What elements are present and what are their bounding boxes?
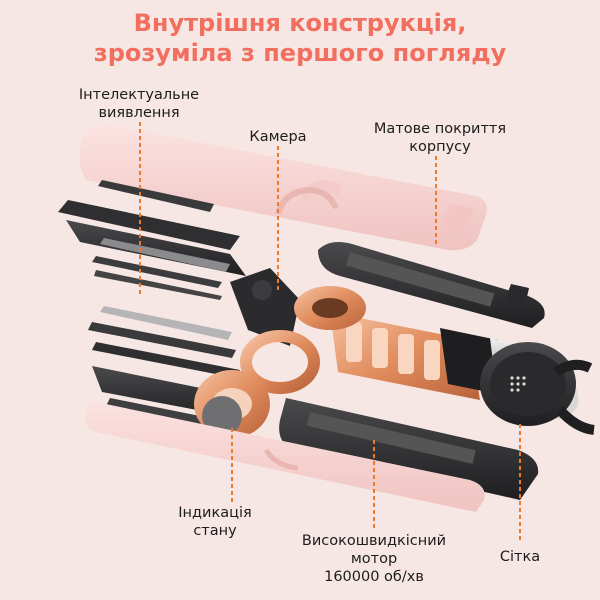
label-intelligent-detection: Інтелектуальне виявлення xyxy=(64,86,214,122)
label-camera: Камера xyxy=(249,129,307,145)
motor-assembly xyxy=(294,286,526,400)
label-motor-line1: Високошвидкісний xyxy=(301,533,447,549)
page-title-line1: Внутрішня конструкція, xyxy=(133,9,467,37)
label-intelligent-line2: виявлення xyxy=(98,105,180,121)
top-shell xyxy=(79,125,487,251)
lower-housing xyxy=(279,398,539,500)
label-status-line2: стану xyxy=(193,523,237,539)
label-coating-line2: корпусу xyxy=(409,139,471,155)
leader-lines xyxy=(139,122,521,542)
bottom-shell xyxy=(85,402,485,512)
label-matte-coating: Матове покриття корпусу xyxy=(360,120,520,156)
label-mesh: Сітка xyxy=(499,549,541,565)
camera-bracket xyxy=(230,268,300,346)
label-intelligent-line1: Інтелектуальне xyxy=(78,87,200,103)
label-motor-line3: 160000 об/хв xyxy=(324,569,424,585)
label-status-indicator: Індикація стану xyxy=(160,504,270,540)
left-plates-top xyxy=(58,180,246,300)
label-coating-line1: Матове покриття xyxy=(373,121,507,137)
label-status-line1: Індикація xyxy=(178,505,252,521)
copper-rings xyxy=(194,330,320,438)
label-motor: Високошвидкісний мотор 160000 об/хв xyxy=(286,532,462,586)
page-title-line2: зрозуміла з першого погляду xyxy=(93,39,507,67)
mesh-grille xyxy=(480,342,595,435)
upper-housing xyxy=(318,242,545,328)
label-motor-line2: мотор xyxy=(350,551,398,567)
